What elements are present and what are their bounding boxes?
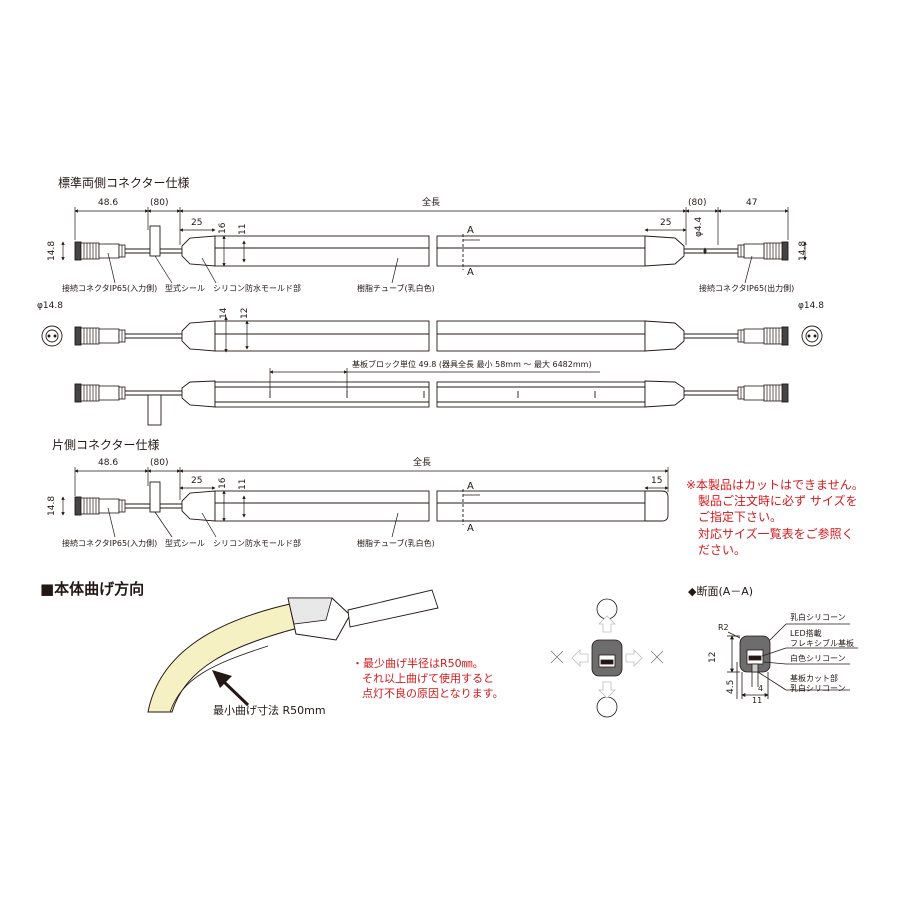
cs-label-top: 乳白シリコーン bbox=[790, 613, 846, 622]
bend-note-line1: ・最少曲げ半径はR50㎜。 bbox=[352, 657, 484, 670]
dim-25-single: 25 bbox=[191, 476, 203, 486]
cut-note-line2: 製品ご注文時に必ず サイズを bbox=[698, 494, 858, 509]
cut-note-line5: ださい。 bbox=[698, 542, 747, 557]
cut-note-line4: 対応サイズ一覧表をご参照く bbox=[698, 526, 854, 541]
label-connector-out: 接続コネクタIP65(出力側) bbox=[699, 284, 795, 293]
dim-15: 15 bbox=[651, 476, 663, 486]
bottom-assembly bbox=[74, 380, 789, 426]
cs-dim-4-5: 4.5 bbox=[726, 679, 736, 694]
standard-dimensions bbox=[61, 207, 807, 284]
single-title: 片側コネクター仕様 bbox=[52, 438, 160, 452]
dim-12: 12 bbox=[240, 307, 250, 319]
dim-80-single: (80) bbox=[150, 458, 169, 468]
bend-illustration bbox=[147, 589, 439, 713]
cs-label-led1: LED搭載 bbox=[790, 629, 822, 638]
dim-total-length: 全長 bbox=[422, 198, 441, 208]
standard-assembly bbox=[74, 225, 789, 270]
profile-assembly bbox=[41, 320, 823, 352]
dim-80: (80) bbox=[150, 198, 169, 208]
dim-11-single: 11 bbox=[238, 478, 248, 490]
dim-16: 16 bbox=[218, 222, 228, 234]
cs-label-white: 白色シリコーン bbox=[790, 654, 846, 663]
label-seal-single: 型式シール bbox=[165, 539, 205, 548]
section-a-bottom: A bbox=[467, 267, 474, 278]
label-seal: 型式シール bbox=[165, 284, 205, 293]
direction-diagram bbox=[550, 598, 664, 718]
dim-47: 47 bbox=[746, 198, 758, 208]
dim-16-single: 16 bbox=[218, 477, 228, 489]
cs-r2: R2 bbox=[718, 623, 729, 632]
cs-dim-4: 4 bbox=[758, 684, 764, 693]
cross-section-title: ◆断面(A－A) bbox=[688, 585, 754, 598]
bend-note-line2: それ以上曲げて使用すると bbox=[362, 671, 494, 685]
dim-14-8-left: 14.8 bbox=[47, 240, 57, 261]
bend-note: ・最少曲げ半径はR50㎜。 それ以上曲げて使用すると 点灯不良の原因となります。 bbox=[352, 657, 504, 702]
dim-phi4-4: φ4.4 bbox=[694, 216, 704, 237]
label-tube: 樹脂チューブ(乳白色) bbox=[357, 284, 435, 293]
cs-dim-12: 12 bbox=[708, 651, 718, 663]
single-assembly bbox=[74, 481, 669, 525]
dim-25: 25 bbox=[191, 218, 203, 228]
section-a-bottom-single: A bbox=[467, 523, 474, 534]
dim-total-length-single: 全長 bbox=[413, 458, 432, 468]
cut-note-line3: ご指定下さい。 bbox=[698, 510, 783, 525]
single-dimensions bbox=[61, 467, 669, 538]
section-a-top-single: A bbox=[467, 481, 474, 492]
block-dimension bbox=[269, 368, 600, 392]
dim-phi14-8-right: φ14.8 bbox=[798, 301, 824, 311]
label-connector-in-single: 接続コネクタIP65(入力側) bbox=[62, 539, 158, 548]
bend-title: ■本体曲げ方向 bbox=[40, 580, 145, 598]
dim-48-6: 48.6 bbox=[98, 198, 119, 208]
dim-14-8-right: 14.8 bbox=[798, 240, 808, 261]
cut-note-line1: ※本製品はカットはできません。 bbox=[686, 478, 864, 492]
dim-14-8-single: 14.8 bbox=[47, 495, 57, 516]
dim-25-right: 25 bbox=[660, 218, 672, 228]
label-connector-in: 接続コネクタIP65(入力側) bbox=[62, 284, 158, 293]
cross-section bbox=[727, 623, 858, 699]
cs-label-bottom1: 基板カット部 bbox=[790, 674, 838, 683]
section-a-top: A bbox=[467, 225, 474, 236]
cs-label-led2: フレキシブル基板 bbox=[790, 639, 854, 648]
label-tube-single: 樹脂チューブ(乳白色) bbox=[357, 539, 435, 548]
dim-11: 11 bbox=[238, 223, 248, 235]
standard-title: 標準両側コネクター仕様 bbox=[58, 176, 190, 190]
dim-48-6-single: 48.6 bbox=[98, 458, 119, 468]
dim-phi14-8-left: φ14.8 bbox=[37, 301, 63, 311]
dim-80-right: (80) bbox=[688, 198, 707, 208]
min-bend-label: 最小曲げ寸法 R50mm bbox=[213, 704, 326, 717]
dim-14: 14 bbox=[219, 307, 229, 319]
profile-dimensions bbox=[224, 316, 249, 353]
cs-label-bottom2: 乳白シリコーン bbox=[790, 684, 846, 693]
block-unit-label: 基板ブロック単位 49.8 (器具全長 最小 58mm ～ 最大 6482mm) bbox=[352, 360, 592, 369]
cs-dim-11: 11 bbox=[752, 696, 763, 705]
cut-note: ※本製品はカットはできません。 製品ご注文時に必ず サイズを ご指定下さい。 対… bbox=[686, 477, 864, 558]
bend-note-line3: 点灯不良の原因となります。 bbox=[362, 686, 504, 700]
label-mold: シリコン防水モールド部 bbox=[213, 284, 301, 293]
label-mold-single: シリコン防水モールド部 bbox=[213, 539, 301, 548]
